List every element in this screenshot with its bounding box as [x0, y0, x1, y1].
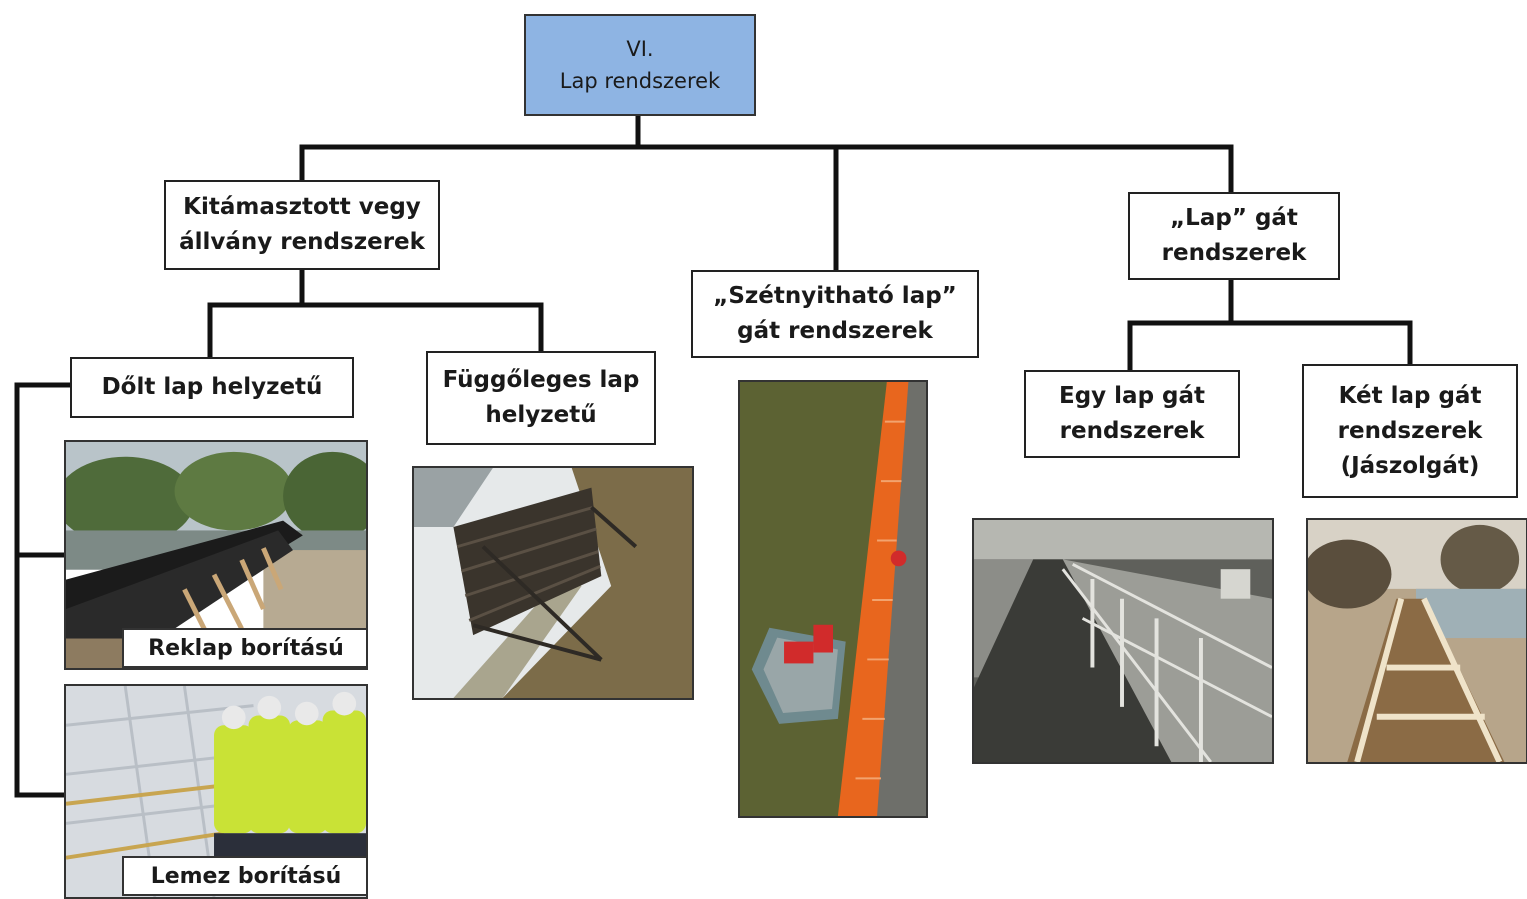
- photo-double-sheet-dam: [1306, 518, 1527, 764]
- node-openable-line1: „Szétnyitható lap”: [713, 283, 957, 309]
- node-double-line1: Két lap gát: [1338, 382, 1482, 409]
- node-sheet-line2: rendszerek: [1161, 240, 1307, 266]
- connector-tilted-bracket: [14, 382, 75, 798]
- node-vertical-position: Függőleges lap helyzetű: [426, 351, 656, 445]
- node-openable-line2: gát rendszerek: [737, 318, 933, 344]
- node-openable-systems: „Szétnyitható lap” gát rendszerek: [691, 270, 979, 358]
- node-tilted-line1: Dőlt lap helyzetű: [101, 374, 323, 400]
- node-single-line1: Egy lap gát: [1058, 383, 1206, 409]
- photo-single-sheet-dam: [972, 518, 1274, 764]
- node-tilted-position: Dőlt lap helyzetű: [70, 357, 354, 418]
- node-vertical-line2: helyzetű: [485, 402, 597, 428]
- node-supported-systems: Kitámasztott vegy állvány rendszerek: [164, 180, 440, 270]
- caption-reklap: Reklap borítású: [122, 628, 366, 668]
- node-single-sheet: Egy lap gát rendszerek: [1024, 370, 1240, 458]
- node-supported-line2: állvány rendszerek: [179, 229, 425, 255]
- node-double-line2: rendszerek: [1337, 417, 1483, 444]
- root-number: VI.: [626, 37, 654, 61]
- root-title: Lap rendszerek: [559, 69, 721, 93]
- node-double-line3: (Jászolgát): [1340, 452, 1480, 479]
- node-vertical-line1: Függőleges lap: [442, 367, 640, 393]
- caption-lemez: Lemez borítású: [122, 856, 366, 896]
- photo-openable-barrier: [738, 380, 928, 818]
- node-sheet-systems: „Lap” gát rendszerek: [1128, 192, 1340, 280]
- root-node: VI. Lap rendszerek: [524, 14, 756, 116]
- photo-reklap-barrier: Reklap borítású: [64, 440, 368, 670]
- node-supported-line1: Kitámasztott vegy: [183, 194, 421, 220]
- node-double-sheet: Két lap gát rendszerek (Jászolgát): [1302, 364, 1518, 498]
- photo-lemez-barrier: Lemez borítású: [64, 684, 368, 899]
- node-single-line2: rendszerek: [1059, 418, 1205, 444]
- photo-vertical-barrier: [412, 466, 694, 700]
- node-sheet-line1: „Lap” gát: [1170, 205, 1298, 231]
